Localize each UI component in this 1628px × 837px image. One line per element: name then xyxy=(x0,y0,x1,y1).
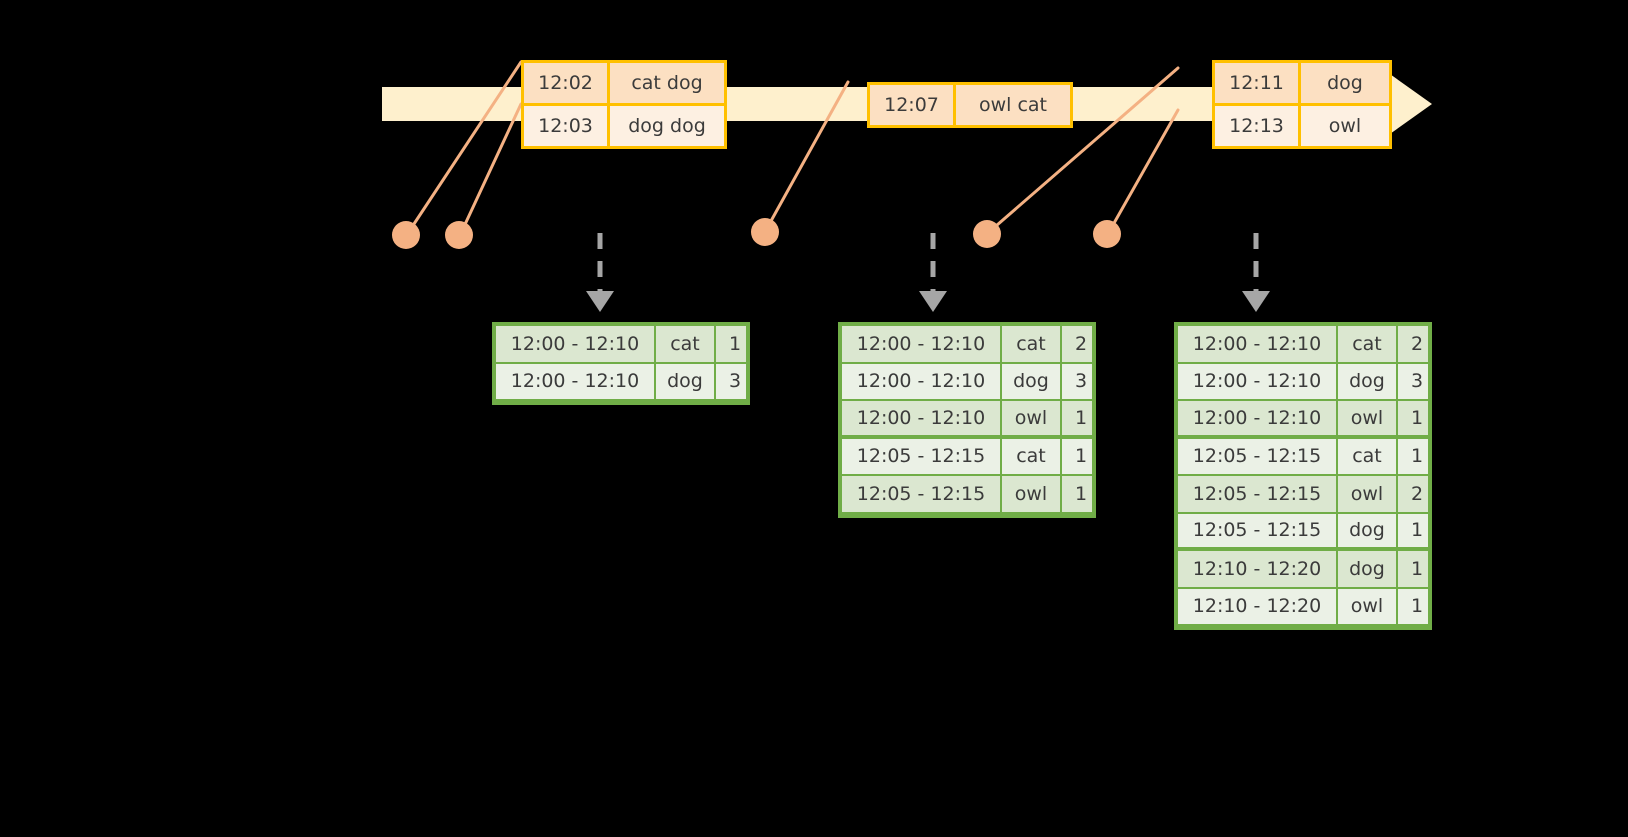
table-cell-window: 12:05 - 12:15 xyxy=(842,438,1002,474)
table-cell-count: 1 xyxy=(1410,445,1424,468)
event-time: 12:13 xyxy=(1215,106,1301,146)
connector-dot-1 xyxy=(392,221,420,249)
connector-dot-3 xyxy=(751,218,779,246)
connector-line-3 xyxy=(764,80,850,232)
event-box-3[interactable]: 12:11 dog 12:13 owl xyxy=(1212,60,1392,149)
table-cell-count: 1 xyxy=(1410,595,1424,618)
table-cell-word: cat xyxy=(1002,438,1062,474)
connector-dot-4 xyxy=(973,220,1001,248)
table-cell-count: 1 xyxy=(1410,519,1424,542)
table-cell-window: 12:00 - 12:10 xyxy=(842,326,1002,362)
table-cell-word: cat xyxy=(1002,326,1062,362)
table-cell-word: owl xyxy=(1338,476,1398,512)
dashed-arrow-3-head xyxy=(1242,291,1270,312)
table-cell-window: 12:05 - 12:15 xyxy=(1178,513,1338,547)
event-time: 12:02 xyxy=(524,63,610,103)
connector-dot-2 xyxy=(445,221,473,249)
table-cell-word: dog xyxy=(1002,363,1062,399)
connector-line-1 xyxy=(406,60,523,235)
table-cell-count: 3 xyxy=(1410,370,1424,393)
event-time: 12:03 xyxy=(524,106,610,146)
event-row[interactable]: 12:07 owl cat xyxy=(870,85,1070,125)
connector-dots xyxy=(392,218,1121,249)
dashed-arrow-1-head xyxy=(586,291,614,312)
event-words: owl xyxy=(1328,115,1362,137)
table-cell-count: 1 xyxy=(1410,557,1424,580)
table-cell-word: cat xyxy=(656,326,716,362)
table-cell-count: 3 xyxy=(728,370,742,393)
table-cell-window: 12:00 - 12:10 xyxy=(1178,363,1338,399)
table-cell-count: 1 xyxy=(1074,406,1088,429)
table-cell-count: 2 xyxy=(1074,332,1088,355)
table-cell-window: 12:10 - 12:20 xyxy=(1178,551,1338,587)
table-cell-window: 12:00 - 12:10 xyxy=(842,363,1002,399)
table-cell-count: 2 xyxy=(1410,482,1424,505)
event-row[interactable]: 12:02 cat dog xyxy=(524,63,724,103)
table-cell-window: 12:00 - 12:10 xyxy=(496,363,656,399)
table-cell-count: 1 xyxy=(1410,406,1424,429)
table-cell-window: 12:10 - 12:20 xyxy=(1178,588,1338,624)
table-cell-count: 1 xyxy=(728,332,742,355)
dashed-arrow-2-head xyxy=(919,291,947,312)
connector-dot-5 xyxy=(1093,220,1121,248)
table-cell-word: owl xyxy=(1338,588,1398,624)
event-row[interactable]: 12:13 owl xyxy=(1215,103,1389,146)
table-cell-window: 12:05 - 12:15 xyxy=(1178,476,1338,512)
connector-line-5 xyxy=(1107,108,1180,234)
table-cell-window: 12:00 - 12:10 xyxy=(496,326,656,362)
table-cell-count: 1 xyxy=(1074,482,1088,505)
event-box-2[interactable]: 12:07 owl cat xyxy=(867,82,1073,128)
table-cell-word: dog xyxy=(1338,513,1398,547)
table-cell-word: dog xyxy=(656,363,716,399)
table-cell-word: cat xyxy=(1338,438,1398,474)
table-cell-word: owl xyxy=(1002,476,1062,512)
event-words: dog xyxy=(1327,72,1363,94)
table-cell-word: owl xyxy=(1002,401,1062,435)
table-cell-count: 3 xyxy=(1074,370,1088,393)
table-cell-word: owl xyxy=(1338,401,1398,435)
event-row[interactable]: 12:03 dog dog xyxy=(524,103,724,146)
table-cell-word: dog xyxy=(1338,363,1398,399)
table-cell-window: 12:05 - 12:15 xyxy=(842,476,1002,512)
connector-line-2 xyxy=(459,102,523,235)
table-cell-word: dog xyxy=(1338,551,1398,587)
table-cell-count: 2 xyxy=(1410,332,1424,355)
table-cell-window: 12:00 - 12:10 xyxy=(1178,326,1338,362)
table-cell-count: 1 xyxy=(1074,445,1088,468)
event-words: dog dog xyxy=(628,115,706,137)
event-row[interactable]: 12:11 dog xyxy=(1215,63,1389,103)
event-words: owl cat xyxy=(978,94,1048,116)
event-time: 12:11 xyxy=(1215,63,1301,103)
table-cell-window: 12:00 - 12:10 xyxy=(842,401,1002,435)
table-cell-window: 12:00 - 12:10 xyxy=(1178,401,1338,435)
table-cell-word: cat xyxy=(1338,326,1398,362)
event-words: cat dog xyxy=(631,72,703,94)
table-cell-window: 12:05 - 12:15 xyxy=(1178,438,1338,474)
event-time: 12:07 xyxy=(870,85,956,125)
event-box-1[interactable]: 12:02 cat dog 12:03 dog dog xyxy=(521,60,727,149)
dashed-down-arrows xyxy=(586,233,1270,312)
